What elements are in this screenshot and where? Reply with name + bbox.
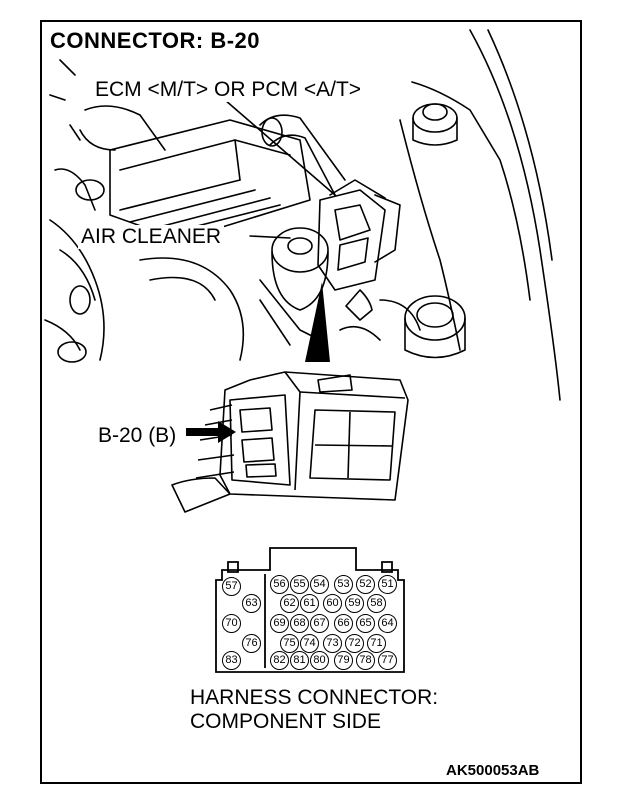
pin: 80 (310, 651, 329, 670)
ecm-leader-line (224, 99, 336, 196)
pin: 60 (323, 594, 342, 613)
pin: 75 (280, 634, 299, 653)
pin: 64 (378, 614, 397, 633)
engine-compartment-drawing (44, 29, 561, 401)
pin: 83 (222, 651, 241, 670)
pin: 81 (290, 651, 309, 670)
air-cleaner-leader-line (249, 235, 291, 239)
pin: 76 (242, 634, 261, 653)
pin: 78 (356, 651, 375, 670)
pointer-arrow (305, 282, 330, 362)
pin: 65 (356, 614, 375, 633)
pin: 70 (222, 614, 241, 633)
connector-id-label: B-20 (B) (96, 424, 179, 448)
ecm-label: ECM <M/T> OR PCM <A/T> (92, 78, 365, 102)
pin: 52 (356, 575, 375, 594)
pin: 58 (367, 594, 386, 613)
pin: 67 (310, 614, 329, 633)
caption-line-1: HARNESS CONNECTOR: (190, 686, 439, 709)
figure-code: AK500053AB (446, 762, 540, 779)
pin: 62 (280, 594, 299, 613)
pin: 59 (345, 594, 364, 613)
harness-connector-outline (215, 547, 405, 673)
pin: 53 (334, 575, 353, 594)
caption-line-2: COMPONENT SIDE (190, 710, 381, 733)
pin: 68 (290, 614, 309, 633)
pin: 82 (270, 651, 289, 670)
pin: 66 (334, 614, 353, 633)
pin: 55 (290, 575, 309, 594)
pin: 63 (242, 594, 261, 613)
pin: 69 (270, 614, 289, 633)
connector-title: CONNECTOR: B-20 (50, 28, 261, 53)
b20-pointer-arrow (186, 421, 236, 443)
pin: 56 (270, 575, 289, 594)
pin: 54 (310, 575, 329, 594)
pin: 57 (222, 577, 241, 596)
pin: 73 (323, 634, 342, 653)
pin: 79 (334, 651, 353, 670)
pin: 71 (367, 634, 386, 653)
connector-module-drawing (171, 371, 409, 513)
pin: 61 (300, 594, 319, 613)
pin: 51 (378, 575, 397, 594)
air-cleaner-label: AIR CLEANER (78, 225, 225, 249)
pin: 74 (300, 634, 319, 653)
pin: 77 (378, 651, 397, 670)
pin: 72 (345, 634, 364, 653)
